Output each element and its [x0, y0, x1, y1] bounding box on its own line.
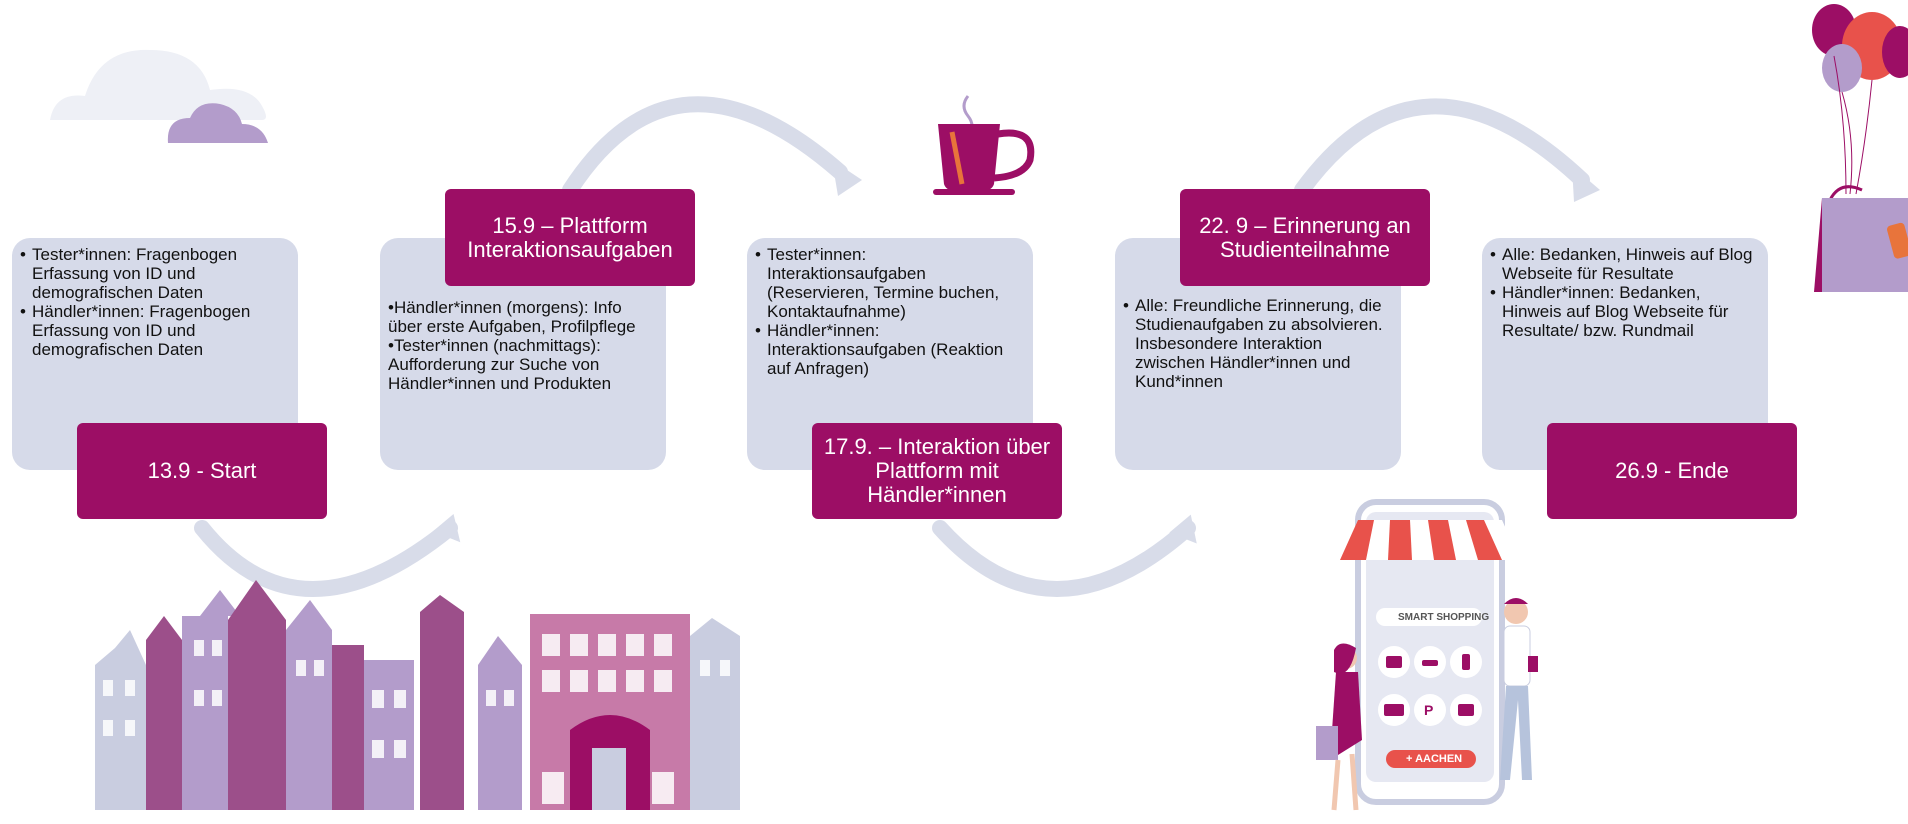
shopper-man-figure — [1500, 598, 1538, 780]
arrow-1 — [194, 520, 458, 597]
cloud-icon — [50, 49, 268, 143]
phone-city-button-label: + AACHEN — [1406, 753, 1463, 765]
phone-shop-illustration — [1340, 499, 1520, 805]
city-skyline-illustration — [95, 580, 740, 810]
arrow-4 — [1294, 98, 1590, 198]
flow-arrows — [194, 96, 1590, 597]
step-1-label: 13.9 - Start — [77, 423, 327, 519]
shopper-woman-figure — [1316, 643, 1362, 811]
arrow-3 — [932, 520, 1196, 597]
phone-search-label: SMART SHOPPING — [1398, 612, 1490, 623]
step-5-item: Alle: Bedanken, Hinweis auf Blog Webseit… — [1490, 245, 1760, 283]
step-1-item: Händler*innen: Fragenbogen Erfassung von… — [20, 302, 290, 359]
step-2-label: 15.9 – Plattform Interaktionsaufgaben — [445, 189, 695, 286]
step-3-item: Händler*innen: Interaktionsaufgaben (Rea… — [755, 321, 1025, 378]
step-5-item: Händler*innen: Bedanken, Hinweis auf Blo… — [1490, 283, 1760, 340]
shopping-bag-icon — [1814, 185, 1908, 292]
step-5-label: 26.9 - Ende — [1547, 423, 1797, 519]
arrow-2 — [562, 96, 848, 198]
parking-label: P — [1424, 702, 1434, 718]
step-2-item: •Tester*innen (nachmittags): Aufforderun… — [388, 336, 612, 393]
coffee-cup-icon — [933, 95, 1035, 195]
step-4-label: 22. 9 – Erinnerung an Studienteilnahme — [1180, 189, 1430, 286]
step-4-item: Alle: Freundliche Erinnerung, die Studie… — [1123, 296, 1393, 391]
balloons-icon — [1812, 4, 1908, 195]
step-2-item: •Händler*innen (morgens): Info über erst… — [388, 298, 636, 336]
step-1-item: Tester*innen: Fragenbogen Erfassung von … — [20, 245, 290, 302]
step-5-card: Alle: Bedanken, Hinweis auf Blog Webseit… — [1482, 238, 1768, 470]
step-3-label: 17.9. – Interaktion über Plattform mit H… — [812, 423, 1062, 519]
arrow-heads — [432, 160, 1600, 544]
step-3-item: Tester*innen: Interaktionsaufgaben (Rese… — [755, 245, 1025, 321]
